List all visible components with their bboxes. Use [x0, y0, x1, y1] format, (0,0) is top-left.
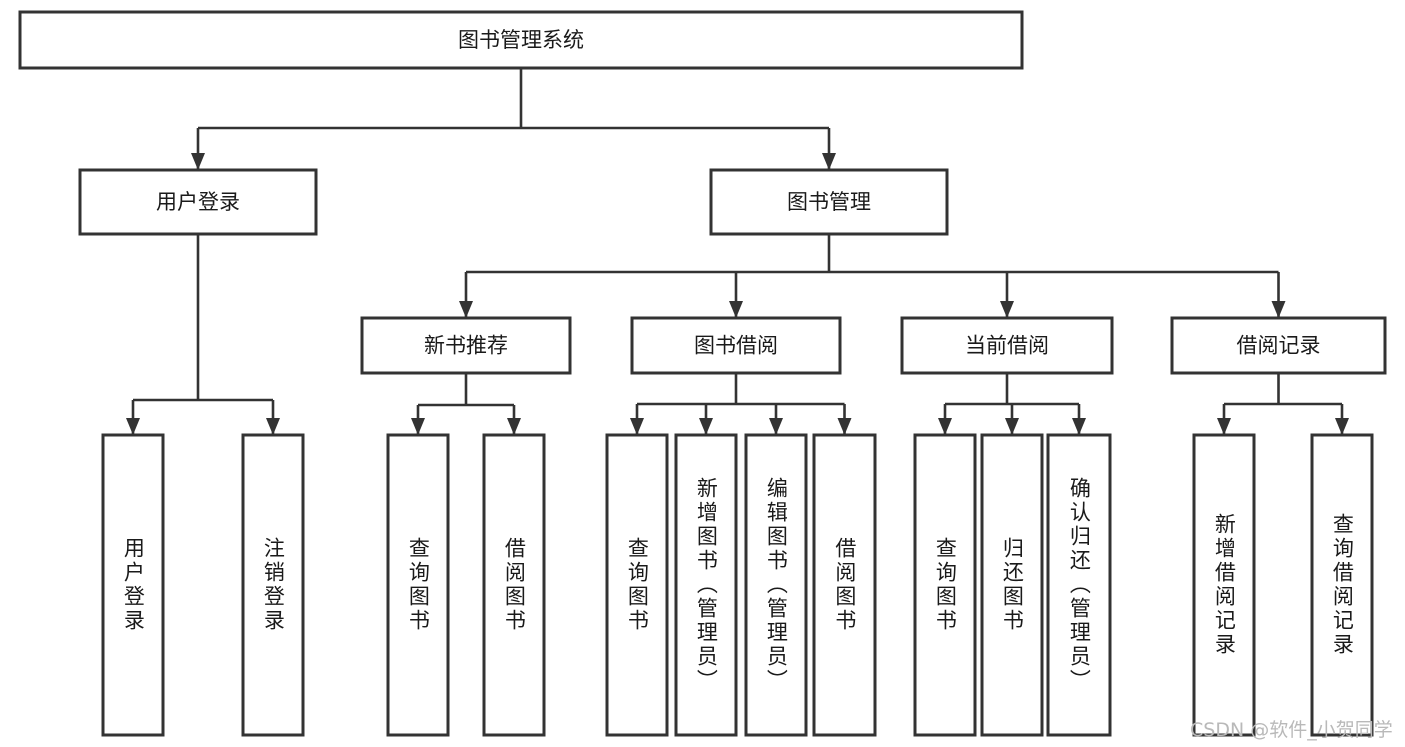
node-box [386, 433, 450, 737]
node-box [1310, 433, 1374, 737]
arrow-head-icon [822, 153, 836, 170]
node-label: 当前借阅 [965, 334, 1049, 358]
arrow-head-icon [459, 301, 473, 318]
arrow-head-icon [191, 153, 205, 170]
node-root-root[interactable]: 图书管理系统 [18, 10, 1024, 70]
node-box [101, 433, 165, 737]
node-label: 用户登录 [156, 190, 240, 214]
arrow-head-icon [1271, 301, 1286, 318]
arrow-head-icon [1335, 418, 1349, 435]
node-leaf-leaf-add-book[interactable] [674, 433, 738, 737]
node-label: 借阅记录 [1237, 334, 1321, 358]
node-leaf-leaf-query-book-1[interactable] [386, 433, 450, 737]
arrow-head-icon [1005, 418, 1019, 435]
node-level3-new-book-recommend[interactable]: 新书推荐 [360, 316, 572, 375]
node-level3-borrow-record[interactable]: 借阅记录 [1170, 316, 1387, 375]
arrow-head-icon [938, 418, 952, 435]
connector-current-borrow-to-leaves [938, 373, 1086, 435]
node-level2-book-manage[interactable]: 图书管理 [709, 168, 949, 236]
node-leaf-leaf-query-book-3[interactable] [913, 433, 977, 737]
node-box [482, 433, 546, 737]
node-leaf-leaf-user-login[interactable] [101, 433, 165, 737]
node-leaf-leaf-query-record[interactable] [1310, 433, 1374, 737]
arrow-head-icon [630, 418, 644, 435]
node-box [1170, 316, 1387, 375]
node-level3-current-borrow[interactable]: 当前借阅 [900, 316, 1114, 375]
node-box [812, 433, 877, 737]
arrow-head-icon [1000, 301, 1014, 318]
arrow-head-icon [699, 418, 713, 435]
arrow-head-icon [729, 301, 743, 318]
connector-book-borrow-to-leaves [630, 373, 852, 435]
node-box [78, 168, 318, 236]
node-box [900, 316, 1114, 375]
arrow-head-icon [1072, 418, 1086, 435]
connector-root-to-level2 [191, 68, 836, 170]
node-level2-user-login[interactable]: 用户登录 [78, 168, 318, 236]
connector-bookmanage-to-level3 [459, 234, 1286, 318]
node-label: 图书管理系统 [458, 28, 584, 52]
connector-new-book-recommend-to-leaves [411, 373, 521, 435]
arrow-head-icon [266, 418, 280, 435]
arrow-head-icon [837, 418, 852, 435]
arrow-head-icon [507, 418, 521, 435]
node-box [1192, 433, 1256, 737]
arrow-head-icon [769, 418, 783, 435]
node-box [1046, 433, 1112, 737]
node-label: 新书推荐 [424, 334, 508, 358]
node-box [980, 433, 1044, 737]
node-leaf-leaf-edit-book[interactable] [744, 433, 808, 737]
node-box [360, 316, 572, 375]
node-leaf-leaf-borrow-book-1[interactable] [482, 433, 546, 737]
node-box [18, 10, 1024, 70]
arrow-head-icon [126, 418, 140, 435]
node-leaf-leaf-return-book[interactable] [980, 433, 1044, 737]
connectors-layer [126, 68, 1349, 435]
arrow-head-icon [1217, 418, 1231, 435]
node-box [744, 433, 808, 737]
node-leaf-leaf-logout[interactable] [241, 433, 305, 737]
node-label: 图书管理 [787, 190, 871, 214]
node-level3-book-borrow[interactable]: 图书借阅 [630, 316, 842, 375]
node-leaf-leaf-confirm-return[interactable] [1046, 433, 1112, 737]
node-box [913, 433, 977, 737]
node-box [630, 316, 842, 375]
node-leaf-leaf-borrow-book-2[interactable] [812, 433, 877, 737]
csdn-watermark: CSDN @软件_小贺同学 [1190, 719, 1393, 741]
node-leaf-leaf-add-record[interactable] [1192, 433, 1256, 737]
node-box [674, 433, 738, 737]
node-box [241, 433, 305, 737]
node-label: 图书借阅 [694, 334, 778, 358]
connector-borrow-record-to-leaves [1217, 373, 1349, 435]
node-leaf-leaf-query-book-2[interactable] [605, 433, 669, 737]
node-box [605, 433, 669, 737]
connector-user-login-to-leaves [126, 234, 280, 435]
node-box [709, 168, 949, 236]
arrow-head-icon [411, 418, 425, 435]
